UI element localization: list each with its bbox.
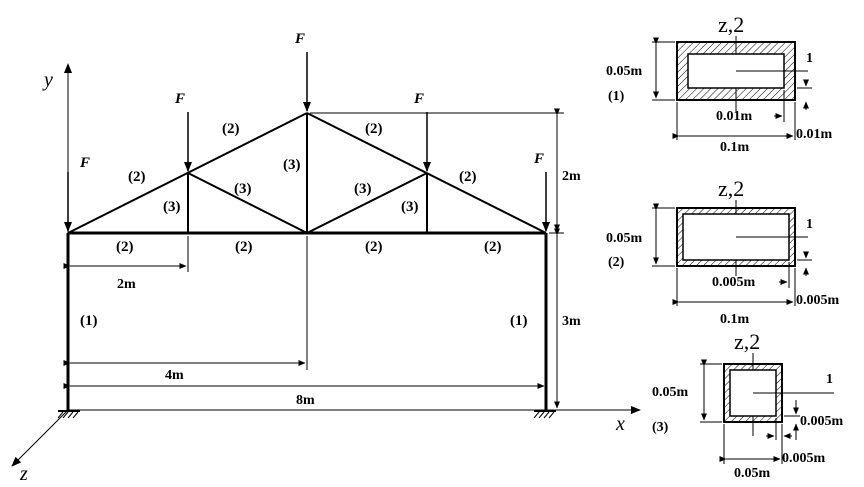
frame-structure: y x z: [11, 31, 641, 485]
dimension-column-height: 3m: [549, 228, 581, 409]
force-label-left-node: F: [174, 91, 185, 107]
cross-section-2: z,2 1 0.05m (2) 0.1m 0.005m 0.005m: [606, 176, 840, 327]
member-label-column-right: (1): [510, 313, 528, 329]
section-1-height: 0.05m: [606, 64, 643, 79]
svg-text:8m: 8m: [296, 393, 315, 408]
section-3-width: 0.05m: [734, 466, 771, 481]
member-label-bottom-chord-4: (2): [484, 239, 502, 255]
section-2-axis-1: 1: [806, 217, 813, 232]
member-label-top-chord-2: (2): [222, 121, 240, 137]
diagonal-right: [306, 172, 428, 234]
section-3-thickness-b: 0.005m: [782, 451, 826, 466]
svg-text:3m: 3m: [562, 314, 581, 329]
diagonal-left: [187, 172, 308, 234]
section-2-height: 0.05m: [606, 231, 643, 246]
member-label-vertical-center: (3): [283, 157, 301, 173]
member-label-top-chord-3: (2): [365, 121, 383, 137]
z-axis-line: [11, 409, 69, 467]
dimension-truss-height: 2m: [310, 108, 581, 232]
left-fixed-support: [57, 410, 80, 419]
section-3-axis-label: z,2: [734, 329, 760, 354]
member-label-vertical-left: (3): [163, 199, 181, 215]
section-1-axis-label: z,2: [718, 12, 744, 37]
z-axis-label: z: [19, 463, 28, 485]
section-1-thickness-b: 0.01m: [796, 127, 833, 142]
member-label-top-chord-4: (2): [459, 169, 477, 185]
section-1-axis-1: 1: [806, 51, 813, 66]
force-label-right-support: F: [533, 151, 544, 167]
section-1-thickness-a: 0.01m: [716, 109, 753, 124]
cross-section-1: z,2 1 0.05m (1) 0.1m 0.01m 0.01m: [606, 12, 833, 155]
svg-text:4m: 4m: [165, 368, 184, 383]
section-1-id: (1): [608, 89, 625, 104]
member-label-diagonal-left: (3): [234, 181, 252, 197]
section-3-id: (3): [652, 420, 669, 435]
svg-text:2m: 2m: [562, 169, 581, 184]
section-2-axis-label: z,2: [718, 176, 744, 201]
dimension-panel-width: 2m: [63, 236, 189, 292]
member-label-bottom-chord-2: (2): [235, 239, 253, 255]
section-2-thickness-a: 0.005m: [712, 275, 756, 290]
force-label-left-support: F: [79, 155, 90, 171]
section-3-thickness-a: 0.005m: [800, 414, 844, 429]
dimension-span: 8m: [63, 383, 545, 408]
right-fixed-support: [533, 410, 556, 419]
section-2-thickness-b: 0.005m: [796, 293, 840, 308]
section-1-width: 0.1m: [720, 140, 750, 155]
force-label-right-node: F: [413, 91, 424, 107]
cross-section-3: z,2 1 0.05m (3) 0.05m 0.005m 0.005m: [652, 329, 844, 481]
x-axis-label: x: [615, 413, 625, 435]
svg-text:2m: 2m: [117, 277, 136, 292]
member-label-bottom-chord-1: (2): [116, 239, 134, 255]
member-label-top-chord-1: (2): [128, 169, 146, 185]
section-2-width: 0.1m: [720, 312, 750, 327]
y-axis-label: y: [42, 69, 53, 91]
dimension-half-span: 4m: [63, 236, 308, 383]
section-3-axis-1: 1: [826, 372, 833, 387]
section-3-height: 0.05m: [652, 385, 689, 400]
member-label-bottom-chord-3: (2): [365, 239, 383, 255]
section-2-id: (2): [608, 255, 625, 270]
member-label-column-left: (1): [80, 313, 98, 329]
member-label-diagonal-right: (3): [354, 181, 372, 197]
member-label-vertical-right: (3): [401, 199, 419, 215]
force-label-apex: F: [294, 31, 305, 47]
